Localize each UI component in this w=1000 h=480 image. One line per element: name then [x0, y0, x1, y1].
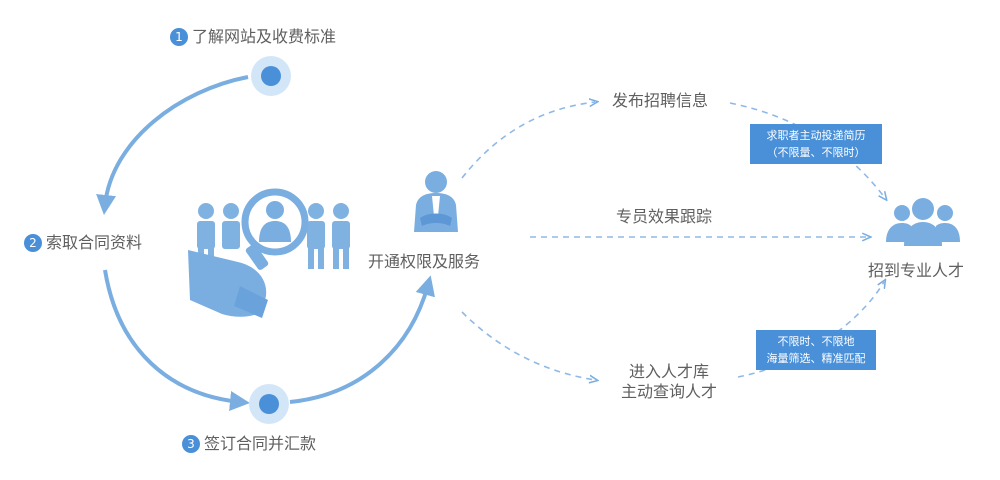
dashed-arrow-to-publish: [461, 102, 595, 179]
branch-database-label: 进入人才库 主动查询人才: [612, 362, 726, 402]
note-box-bottom: 不限时、不限地 海量筛选、精准匹配: [756, 330, 876, 370]
note-bottom-line1: 不限时、不限地: [777, 335, 855, 348]
branch-database-line1: 进入人才库: [628, 362, 709, 381]
branch-publish-label: 发布招聘信息: [612, 91, 709, 110]
step2-number: 2: [24, 234, 42, 252]
step1-text: 了解网站及收费标准: [192, 27, 337, 46]
note-bottom-line2: 海量筛选、精准匹配: [766, 352, 866, 365]
step2-text: 索取合同资料: [46, 233, 143, 252]
note-box-top: 求职者主动投递简历 （不限量、不限时）: [750, 124, 882, 164]
group-people-icon: [886, 198, 960, 246]
step1-node: [251, 56, 291, 96]
step3-text: 签订合同并汇款: [204, 434, 317, 453]
dashed-arrow-database-to-result: [737, 282, 884, 378]
dashed-arrow-to-database: [461, 311, 595, 380]
magnifier-people-icon: [188, 188, 350, 318]
businessman-icon: [414, 171, 458, 232]
branch-tracking-label: 专员效果跟踪: [616, 207, 713, 226]
result-label: 招到专业人才: [868, 261, 965, 280]
step1-number: 1: [170, 28, 188, 46]
step3-node: [249, 384, 289, 424]
note-top-line1: 求职者主动投递简历: [766, 129, 866, 142]
note-top-line2: （不限量、不限时）: [766, 146, 866, 159]
cycle-arc-3-to-center: [289, 275, 435, 404]
cycle-arc-1-to-2: [96, 75, 249, 215]
branch-database-line2: 主动查询人才: [620, 382, 717, 401]
center-node-label: 开通权限及服务: [368, 252, 481, 271]
step3-number: 3: [182, 435, 200, 453]
cycle-arc-2-to-3: [103, 269, 250, 411]
